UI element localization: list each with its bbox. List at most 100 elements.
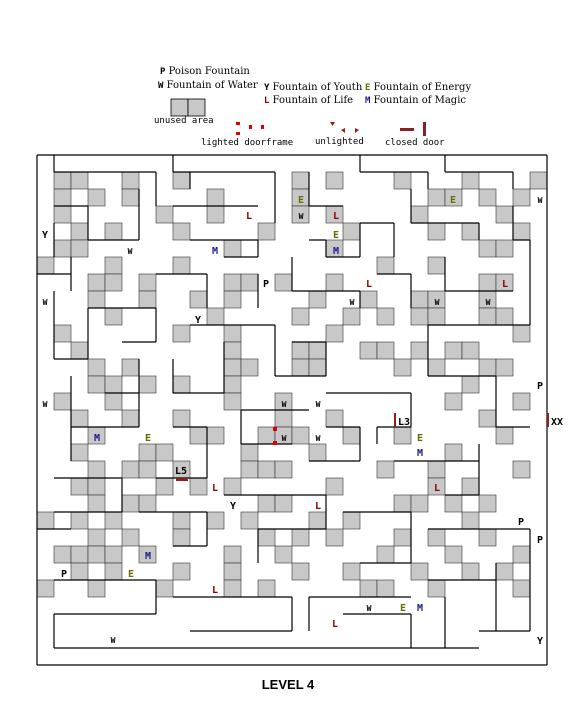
- unused-cell: [512, 222, 531, 241]
- legend-energy: E Fountain of Energy: [365, 82, 472, 93]
- unused-cell: [495, 205, 514, 224]
- unused-cell: [172, 222, 191, 241]
- unused-cell: [427, 528, 446, 547]
- stair-label-xx: XX: [551, 417, 563, 428]
- unused-cell: [155, 477, 174, 496]
- unused-cell: [223, 290, 242, 309]
- unused-cell: [274, 494, 293, 513]
- youth-fountain-icon: Y: [264, 83, 270, 93]
- maze-walls: [36, 154, 548, 666]
- unused-cell: [342, 222, 361, 241]
- door-closed-l3: [394, 413, 396, 427]
- unused-cell: [70, 409, 89, 428]
- unused-cell: [240, 358, 259, 377]
- unused-cell: [308, 341, 327, 360]
- legend-unlighted-doorframe-icon: [330, 122, 359, 133]
- unused-cell: [70, 562, 89, 581]
- unused-cell: [172, 256, 191, 275]
- unused-cell: [87, 290, 106, 309]
- unused-cell: [461, 222, 480, 241]
- unused-cell: [223, 273, 242, 292]
- unused-cell: [155, 205, 174, 224]
- unused-cell: [206, 307, 225, 326]
- unused-cell: [121, 188, 140, 207]
- unused-cell: [478, 307, 497, 326]
- unused-cell: [138, 273, 157, 292]
- unused-cell: [376, 307, 395, 326]
- unused-cell: [36, 579, 55, 598]
- unused-cell: [359, 290, 378, 309]
- unused-cell: [461, 341, 480, 360]
- unused-cell: [308, 511, 327, 530]
- water-fountain-icon: W: [43, 298, 48, 307]
- unused-cell: [223, 392, 242, 411]
- unused-cell: [121, 528, 140, 547]
- unused-cell: [427, 358, 446, 377]
- unused-cell: [223, 375, 242, 394]
- poison-fountain-icon: P: [537, 535, 543, 546]
- youth-fountain-icon: Y: [42, 230, 48, 241]
- life-fountain-icon: L: [333, 211, 339, 222]
- unused-cell: [325, 273, 344, 292]
- unused-cell: [87, 460, 106, 479]
- legend-closed: closed door: [385, 138, 445, 148]
- unused-cell: [393, 358, 412, 377]
- unused-cell: [478, 409, 497, 428]
- unused-cell: [87, 273, 106, 292]
- unused-cell: [529, 171, 548, 190]
- unused-cell: [308, 290, 327, 309]
- youth-fountain-icon: Y: [537, 636, 543, 647]
- unused-cell: [240, 511, 259, 530]
- unused-cell: [53, 545, 72, 564]
- unused-cell: [444, 443, 463, 462]
- unused-cell: [53, 188, 72, 207]
- unused-cell: [342, 511, 361, 530]
- unused-cell: [87, 358, 106, 377]
- unused-cell: [291, 205, 310, 224]
- unused-cell: [53, 171, 72, 190]
- unused-cell: [206, 426, 225, 445]
- unused-cell: [189, 426, 208, 445]
- unused-cell: [138, 545, 157, 564]
- unused-cell: [104, 307, 123, 326]
- unused-cell: [104, 273, 123, 292]
- unused-cell: [495, 307, 514, 326]
- unused-cell: [70, 545, 89, 564]
- unused-cell: [257, 528, 276, 547]
- life-fountain-icon: L: [366, 279, 372, 290]
- unused-cell: [121, 494, 140, 513]
- unused-cell: [427, 307, 446, 326]
- unused-cell: [427, 477, 446, 496]
- legend-life: L Fountain of Life: [264, 95, 354, 106]
- unused-cell: [257, 579, 276, 598]
- unused-cell: [53, 392, 72, 411]
- legend-closed-door-icon: [400, 122, 426, 136]
- unused-cell: [223, 477, 242, 496]
- unused-cell: [104, 256, 123, 275]
- water-fountain-icon: W: [486, 298, 491, 307]
- unused-cell: [291, 171, 310, 190]
- unused-cell: [291, 307, 310, 326]
- legend-magic: M Fountain of Magic: [365, 95, 467, 106]
- unused-cell: [478, 239, 497, 258]
- unused-cell: [274, 460, 293, 479]
- unused-cell: [325, 477, 344, 496]
- unused-cell: [155, 443, 174, 462]
- unused-cell: [121, 409, 140, 428]
- unused-cell: [512, 545, 531, 564]
- poison-fountain-icon: P: [537, 381, 543, 392]
- unused-cell: [376, 545, 395, 564]
- life-fountain-icon: L: [212, 585, 218, 596]
- unused-cell: [461, 375, 480, 394]
- unused-cell: [70, 511, 89, 530]
- unused-cell: [223, 562, 242, 581]
- unused-cell: [121, 171, 140, 190]
- energy-fountain-icon: E: [145, 433, 151, 444]
- unused-cell: [223, 239, 242, 258]
- legend-water: W Fountain of Water: [158, 80, 258, 91]
- stair-label-l5: L5: [175, 466, 187, 477]
- unused-cell: [325, 528, 344, 547]
- energy-fountain-icon: E: [298, 195, 304, 206]
- unused-cell: [325, 171, 344, 190]
